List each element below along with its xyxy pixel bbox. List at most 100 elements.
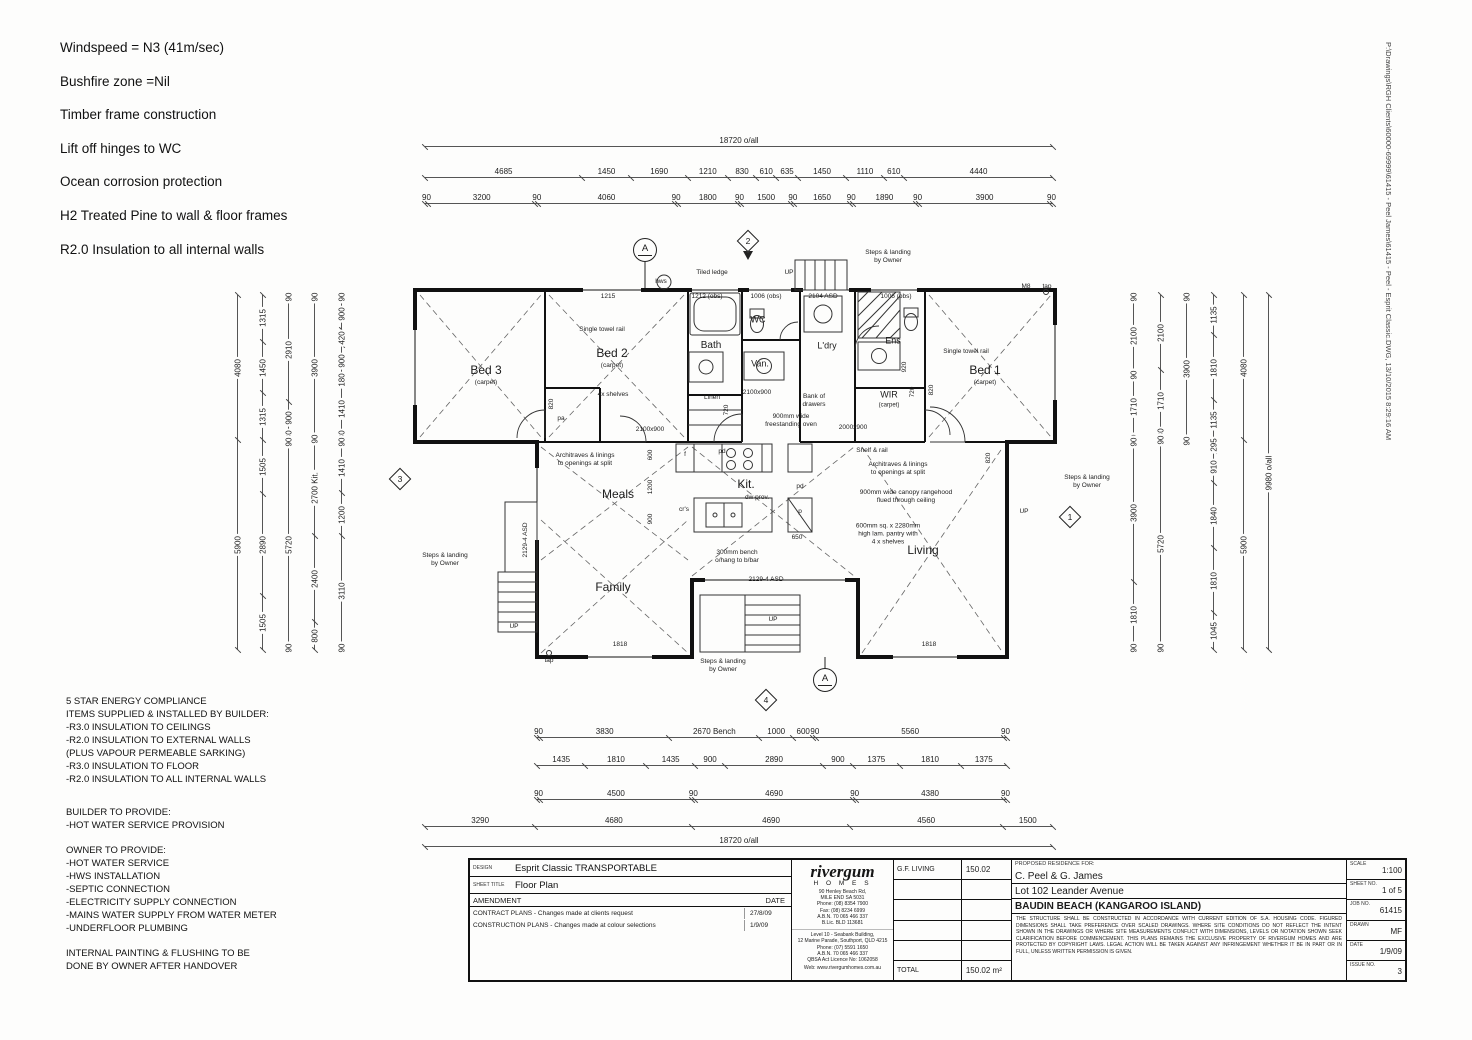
sheet-title-row: SHEET TITLE Floor Plan xyxy=(470,877,791,894)
energy-line: -UNDERFLOOR PLUMBING xyxy=(66,923,188,934)
amendment-date: 27/8/09 xyxy=(744,908,788,919)
address-line: A.B.N. 70 065 466 337 xyxy=(817,913,868,920)
note-line: R2.0 Insulation to all internal walls xyxy=(60,241,265,257)
amendment-date: 1/9/09 xyxy=(744,920,788,931)
wc-toilet xyxy=(750,315,764,333)
ensuite-shower xyxy=(857,291,901,339)
address-line: Phone: (07) 5591 1650 xyxy=(816,944,869,951)
stairs xyxy=(497,259,848,653)
tap-point xyxy=(1043,289,1049,295)
energy-line: -R3.0 INSULATION TO CEILINGS xyxy=(66,722,211,733)
energy-line: INTERNAL PAINTING & FLUSHING TO BE xyxy=(66,948,250,959)
amendment-row: CONSTRUCTION PLANS - Changes made at col… xyxy=(470,919,791,931)
laundry-trough xyxy=(803,295,843,333)
windows xyxy=(412,287,1058,660)
meta-label: SCALE xyxy=(1350,861,1367,867)
gf-living-value: 150.02 xyxy=(965,865,991,875)
energy-line: -HWS INSTALLATION xyxy=(66,871,161,882)
lot-address: Lot 102 Leander Avenue xyxy=(1012,884,1346,899)
client-name: C. Peel & G. James xyxy=(1012,869,1346,884)
area-empty-row xyxy=(894,900,1011,921)
meta-row: DRAWN MF xyxy=(1347,921,1405,941)
pantry xyxy=(787,497,813,533)
meta-label: ISSUE NO. xyxy=(1350,961,1376,968)
amendment-label: AMENDMENT xyxy=(473,895,522,905)
meta-label: SHEET NO. xyxy=(1350,881,1377,888)
address-line: Phone: (08) 8354 7900 xyxy=(816,901,869,908)
note-line: H2 Treated Pine to wall & floor frames xyxy=(60,207,288,223)
area-empty-row xyxy=(894,880,1011,901)
energy-line: -HOT WATER SERVICE PROVISION xyxy=(66,820,225,831)
sheet-title-label: SHEET TITLE xyxy=(473,882,505,888)
note-line: Windspeed = N3 (41m/sec) xyxy=(60,40,224,55)
total-row: TOTAL 150.02 m² xyxy=(894,960,1011,981)
address-line: MILE END SA 5031 xyxy=(820,895,865,902)
note-line: Bushfire zone =Nil xyxy=(60,73,170,89)
note-line: Timber frame construction xyxy=(60,107,217,123)
stove-burner xyxy=(726,448,736,458)
file-path-stamp: P:\Drawings\RGH Clients\60000-69999\6141… xyxy=(1384,42,1393,441)
company-address-qld: Level 10 - Seabank Building,12 Marine Pa… xyxy=(792,929,893,963)
date-label: DATE xyxy=(765,895,785,905)
amendment-rows: CONTRACT PLANS - Changes made at clients… xyxy=(470,907,791,931)
meta-value: 1 of 5 xyxy=(1381,886,1402,896)
owner-provide-block: OWNER TO PROVIDE:-HOT WATER SERVICE-HWS … xyxy=(66,844,396,935)
meta-row: DATE 1/9/09 xyxy=(1347,941,1405,961)
amendment-text: CONSTRUCTION PLANS - Changes made at col… xyxy=(473,922,656,929)
address-line: Fax: (08) 8234 6999 xyxy=(819,907,866,914)
amendment-header: AMENDMENT DATE xyxy=(470,894,791,907)
meta-value: 1/9/09 xyxy=(1379,946,1402,956)
note-line: Ocean corrosion protection xyxy=(60,174,223,190)
meta-row: SCALE 1:100 xyxy=(1347,860,1405,881)
proposed-residence-label: PROPOSED RESIDENCE FOR: xyxy=(1015,861,1095,867)
location: BAUDIN BEACH (KANGAROO ISLAND) xyxy=(1012,899,1346,914)
energy-line: 5 STAR ENERGY COMPLIANCE xyxy=(66,696,207,707)
address-line: 12 Marine Parade, Southport, QLD 4215 xyxy=(797,938,888,945)
meta-label: DRAWN xyxy=(1350,921,1369,928)
total-value: 150.02 m² xyxy=(965,965,1002,975)
energy-line: -R3.0 INSULATION TO FLOOR xyxy=(66,761,200,772)
total-label: TOTAL xyxy=(894,960,962,981)
meta-row: SHEET NO. 1 of 5 xyxy=(1347,880,1405,901)
area-empty-row xyxy=(894,920,1011,941)
title-block-left: DESIGN Esprit Classic TRANSPORTABLE SHEE… xyxy=(470,860,792,980)
energy-line: -ELECTRICITY SUPPLY CONNECTION xyxy=(66,897,237,908)
fixtures xyxy=(546,274,1049,656)
residence-panel: PROPOSED RESIDENCE FOR: C. Peel & G. Jam… xyxy=(1012,860,1347,980)
design-label: DESIGN xyxy=(473,865,493,871)
meta-value: 3 xyxy=(1397,966,1402,976)
meta-panel: SCALE 1:100 SHEET NO. 1 of 5 JOB NO. 614… xyxy=(1347,860,1405,980)
meta-value: MF xyxy=(1390,926,1402,936)
gf-living-label: G.F. LIVING xyxy=(894,860,962,880)
marker-stems xyxy=(644,261,826,669)
general-notes: Windspeed = N3 (41m/sec) Bushfire zone =N… xyxy=(60,40,380,275)
interior-walls xyxy=(537,290,1007,443)
note-line: Lift off hinges to WC xyxy=(60,140,182,156)
copyright-disclaimer: THE STRUCTURE SHALL BE CONSTRUCTED IN AC… xyxy=(1016,916,1342,955)
rivergum-logo: rivergum xyxy=(810,862,875,881)
company-panel: rivergum H O M E S 90 Henley Beach Rd,MI… xyxy=(792,860,894,980)
amendment-text: CONTRACT PLANS - Changes made at clients… xyxy=(473,910,633,917)
kitchen-bench xyxy=(675,443,773,473)
meta-value: 61415 xyxy=(1379,906,1402,916)
energy-line: ITEMS SUPPLIED & INSTALLED BY BUILDER: xyxy=(66,709,269,720)
title-block: DESIGN Esprit Classic TRANSPORTABLE SHEE… xyxy=(468,858,1407,982)
energy-line: -R2.0 INSULATION TO EXTERNAL WALLS xyxy=(66,735,251,746)
company-website: Web: www.rivergumhomes.com.au xyxy=(803,965,882,972)
ceiling-lines xyxy=(419,294,1052,654)
rivergum-logo-sub: H O M E S xyxy=(813,880,872,887)
ensuite-vanity xyxy=(857,341,901,371)
design-value: Esprit Classic TRANSPORTABLE xyxy=(515,862,658,874)
energy-line: -SEPTIC CONNECTION xyxy=(66,884,170,895)
amendment-row: CONTRACT PLANS - Changes made at clients… xyxy=(470,907,791,919)
meta-value: 1:100 xyxy=(1381,866,1402,875)
builder-provide-block: BUILDER TO PROVIDE:-HOT WATER SERVICE PR… xyxy=(66,806,396,832)
meta-label: DATE xyxy=(1350,941,1363,948)
door-arcs xyxy=(516,321,966,443)
meta-label: JOB NO. xyxy=(1350,901,1371,908)
energy-line: (PLUS VAPOUR PERMEABLE SARKING) xyxy=(66,748,246,759)
